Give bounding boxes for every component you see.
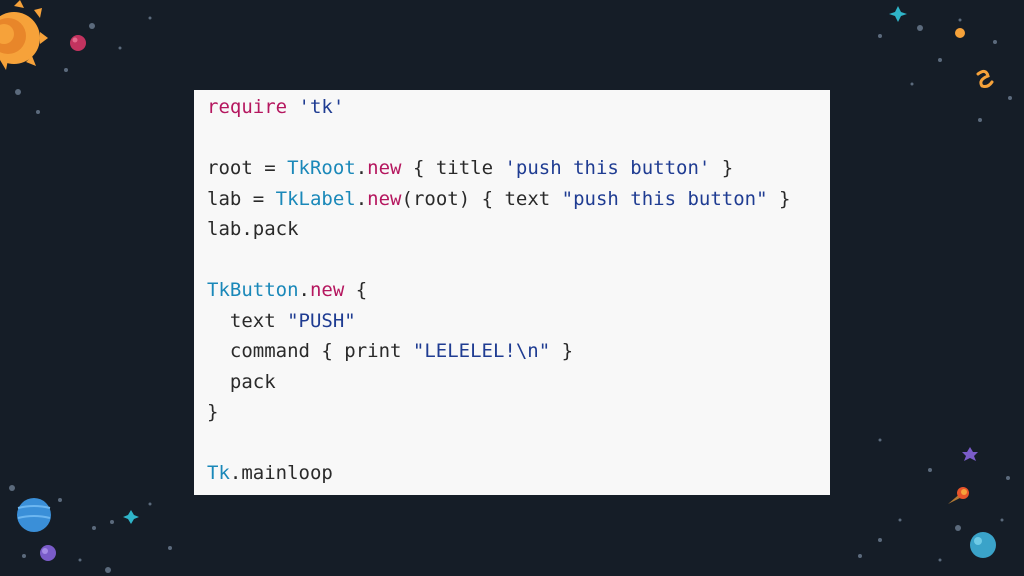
code-token: } [207,401,219,423]
planet-icon [955,28,965,38]
code-token: .mainloop [229,462,333,484]
code-token: lab.pack [207,218,299,240]
code-token: "LELELEL!\n" [412,340,551,362]
code-line: require 'tk' [207,92,830,123]
code-token: { [344,279,368,301]
planet-icon [17,498,51,532]
code-token: new [367,187,402,210]
code-token: } [710,157,734,179]
code-line: root = TkRoot.new { title 'push this but… [207,153,830,184]
code-line: } [207,397,830,428]
star-icon [962,447,978,461]
code-line: text "PUSH" [207,306,830,337]
code-token: "push this button" [561,187,768,210]
code-token: new [367,157,402,179]
planet-icon [970,532,996,558]
comet-icon [948,487,969,504]
code-token: (root) { text [401,187,562,210]
code-token: lab = [207,187,276,210]
code-token: TkRoot [287,157,356,179]
planet-icon [40,545,56,561]
code-token: TkButton [207,279,299,301]
code-token: Tk [207,462,230,484]
code-line: ​ [207,123,830,154]
code-line: lab = TkLabel.new(root) { text "push thi… [207,184,830,215]
code-token: . [355,157,368,179]
comet-icon [976,69,994,88]
sparkle-icon [123,510,139,524]
planet-icon [70,35,86,51]
code-token: } [550,340,574,362]
code-token: . [355,187,368,210]
sparkle-icon [889,6,907,22]
code-line: lab.pack [207,214,830,245]
code-token: require [207,96,288,118]
code-token: "PUSH" [287,309,356,332]
code-token: 'push this button' [504,157,711,179]
code-token: command { print [207,340,413,362]
code-block: require 'tk'​root = TkRoot.new { title '… [207,92,830,489]
code-token: TkLabel [275,187,356,210]
code-token: root = [207,157,288,179]
sun-icon [0,0,48,70]
code-token [287,96,298,118]
code-token: . [298,279,310,301]
code-panel: require 'tk'​root = TkRoot.new { title '… [194,90,830,495]
code-line: ​ [207,245,830,276]
code-line: pack [207,367,830,398]
code-token: text [207,309,288,332]
code-token: new [309,279,345,301]
code-line: Tk.mainloop [207,458,830,489]
code-token: 'tk' [298,96,345,118]
code-line: ​ [207,428,830,459]
code-line: command { print "LELELEL!\n" } [207,336,830,367]
code-token: pack [207,370,276,393]
star-field [9,16,1012,573]
code-token: } [767,187,791,210]
code-token: { title [401,157,505,179]
code-line: TkButton.new { [207,275,830,306]
